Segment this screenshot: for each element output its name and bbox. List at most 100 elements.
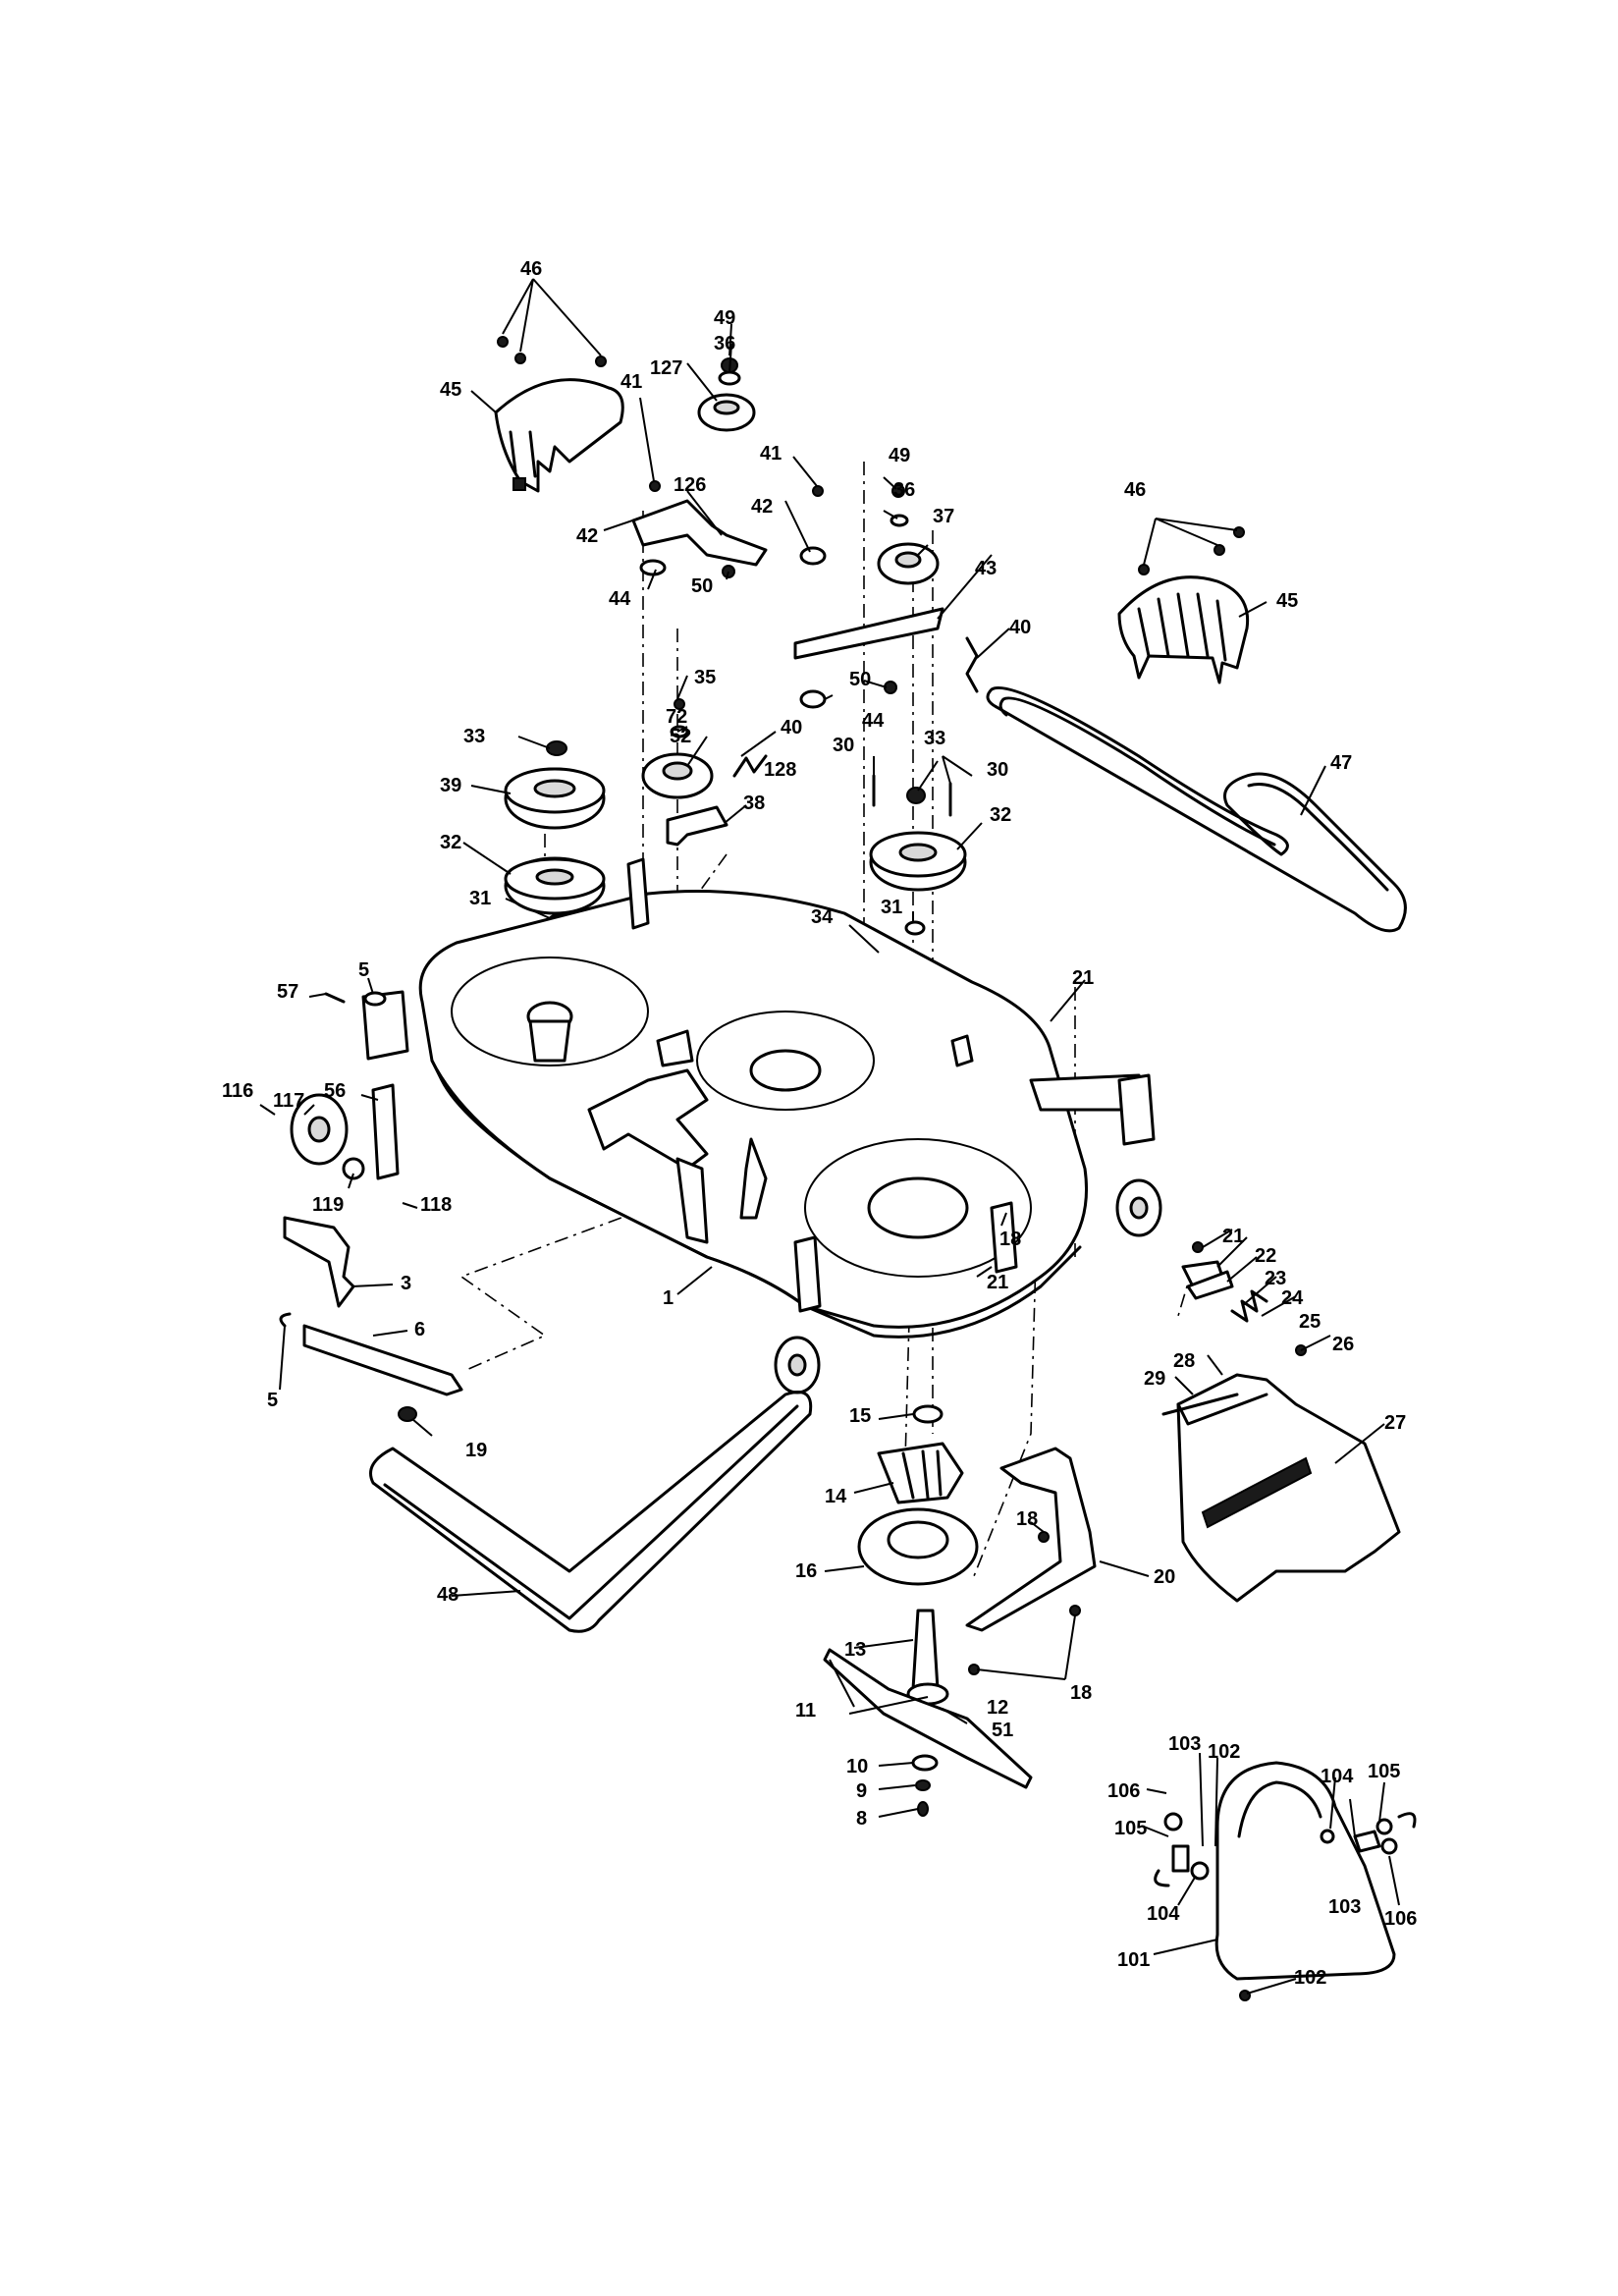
- callout-12: 12: [987, 1697, 1008, 1719]
- callout-57: 57: [277, 981, 298, 1003]
- callout-105a: 105: [1114, 1818, 1147, 1839]
- callout-44b: 44: [862, 710, 885, 732]
- callout-101: 101: [1117, 1949, 1150, 1971]
- callout-48: 48: [437, 1584, 458, 1606]
- callout-33b: 33: [924, 728, 945, 749]
- callout-41a: 41: [620, 371, 642, 393]
- callout-38: 38: [743, 793, 765, 814]
- mulch-plug-101: [1154, 1761, 1417, 2001]
- bracket-126: [631, 480, 768, 578]
- callout-8: 8: [856, 1808, 867, 1830]
- callout-9: 9: [856, 1780, 867, 1802]
- callout-labels: 46 45 49 36 127 41 126 42 44 50 41 42 49…: [222, 258, 1417, 1989]
- callout-30a: 30: [833, 735, 854, 756]
- callout-46b: 46: [1124, 479, 1146, 501]
- callout-31a: 31: [469, 888, 491, 909]
- callout-34: 34: [811, 906, 834, 928]
- callout-32a: 32: [440, 832, 461, 853]
- callout-102a: 102: [1208, 1741, 1240, 1763]
- callout-31b: 31: [881, 897, 902, 918]
- callout-116: 116: [222, 1080, 253, 1102]
- callout-16: 16: [795, 1560, 817, 1582]
- idler-pulley-52: [641, 698, 768, 847]
- callout-29: 29: [1144, 1368, 1165, 1390]
- callout-23: 23: [1265, 1268, 1286, 1289]
- callout-13: 13: [844, 1639, 866, 1661]
- callout-49a: 49: [714, 307, 735, 329]
- callout-27: 27: [1384, 1412, 1406, 1434]
- callout-24: 24: [1281, 1287, 1304, 1309]
- callout-106a: 106: [1107, 1780, 1140, 1802]
- callout-35: 35: [694, 667, 716, 688]
- callout-119: 119: [312, 1194, 344, 1216]
- callout-36a: 36: [714, 333, 735, 355]
- leader-lines: [259, 278, 1400, 1995]
- callout-118: 118: [420, 1194, 452, 1216]
- drive-belt-47: [986, 685, 1407, 933]
- callout-51: 51: [992, 1720, 1013, 1741]
- callout-42b: 42: [751, 496, 773, 518]
- callout-39: 39: [440, 775, 461, 796]
- callout-22: 22: [1255, 1245, 1276, 1267]
- callout-37: 37: [933, 506, 954, 527]
- callout-104a: 104: [1147, 1903, 1180, 1925]
- deck-belt-48: [369, 1391, 813, 1633]
- callout-41b: 41: [760, 443, 782, 465]
- callout-106b: 106: [1384, 1908, 1417, 1930]
- callout-105b: 105: [1368, 1761, 1400, 1782]
- callout-15: 15: [849, 1405, 871, 1427]
- callout-28: 28: [1173, 1350, 1195, 1372]
- callout-36b: 36: [893, 479, 915, 501]
- callout-5a: 5: [358, 959, 369, 981]
- idler-pulley-top: [697, 357, 756, 432]
- callout-104b: 104: [1321, 1766, 1354, 1787]
- callout-50a: 50: [691, 575, 713, 597]
- front-linkage: [279, 991, 463, 1422]
- callout-43: 43: [975, 558, 997, 579]
- idler-arm-43: [793, 484, 979, 709]
- callout-128: 128: [764, 759, 796, 781]
- callout-32b: 32: [990, 804, 1011, 826]
- callout-49b: 49: [889, 445, 910, 466]
- callout-18c: 18: [1070, 1682, 1092, 1704]
- callout-3: 3: [401, 1273, 411, 1294]
- belt-cover-right: [1117, 526, 1250, 684]
- callout-14: 14: [825, 1486, 847, 1507]
- callout-11: 11: [795, 1700, 816, 1722]
- callout-25: 25: [1299, 1311, 1321, 1333]
- callout-21b: 21: [987, 1272, 1008, 1293]
- pulley-stack-left: [504, 740, 606, 929]
- callout-45a: 45: [440, 379, 461, 401]
- callout-19: 19: [465, 1440, 487, 1461]
- deck-side-brackets: [361, 990, 1156, 1313]
- callout-40a: 40: [1009, 617, 1031, 638]
- callout-44a: 44: [609, 588, 631, 610]
- callout-10: 10: [846, 1756, 868, 1777]
- gauge-wheels: [290, 1093, 1162, 1394]
- callout-46a: 46: [520, 258, 542, 280]
- callout-103b: 103: [1328, 1896, 1361, 1918]
- callout-40b: 40: [781, 717, 802, 738]
- callout-127: 127: [650, 357, 682, 379]
- spindle-assembly: [857, 1404, 979, 1706]
- callout-21a: 21: [1072, 967, 1094, 989]
- callout-47: 47: [1330, 752, 1352, 774]
- callout-56: 56: [324, 1080, 346, 1102]
- callout-52: 52: [670, 726, 691, 747]
- callout-102b: 102: [1294, 1967, 1326, 1989]
- belt-cover-left: [494, 336, 624, 493]
- pulley-stack-right: [869, 774, 967, 989]
- callout-33a: 33: [463, 726, 485, 747]
- callout-21c: 21: [1222, 1226, 1244, 1247]
- chute-spring-parts: [1181, 1241, 1268, 1323]
- callout-50b: 50: [849, 669, 871, 690]
- callout-42a: 42: [576, 525, 598, 547]
- callout-18a: 18: [999, 1229, 1021, 1250]
- callout-126: 126: [674, 474, 706, 496]
- callout-103a: 103: [1168, 1733, 1201, 1755]
- callout-20: 20: [1154, 1566, 1175, 1588]
- callout-117: 117: [273, 1090, 304, 1112]
- baffle-20: [965, 1447, 1097, 1675]
- callout-26: 26: [1332, 1334, 1354, 1355]
